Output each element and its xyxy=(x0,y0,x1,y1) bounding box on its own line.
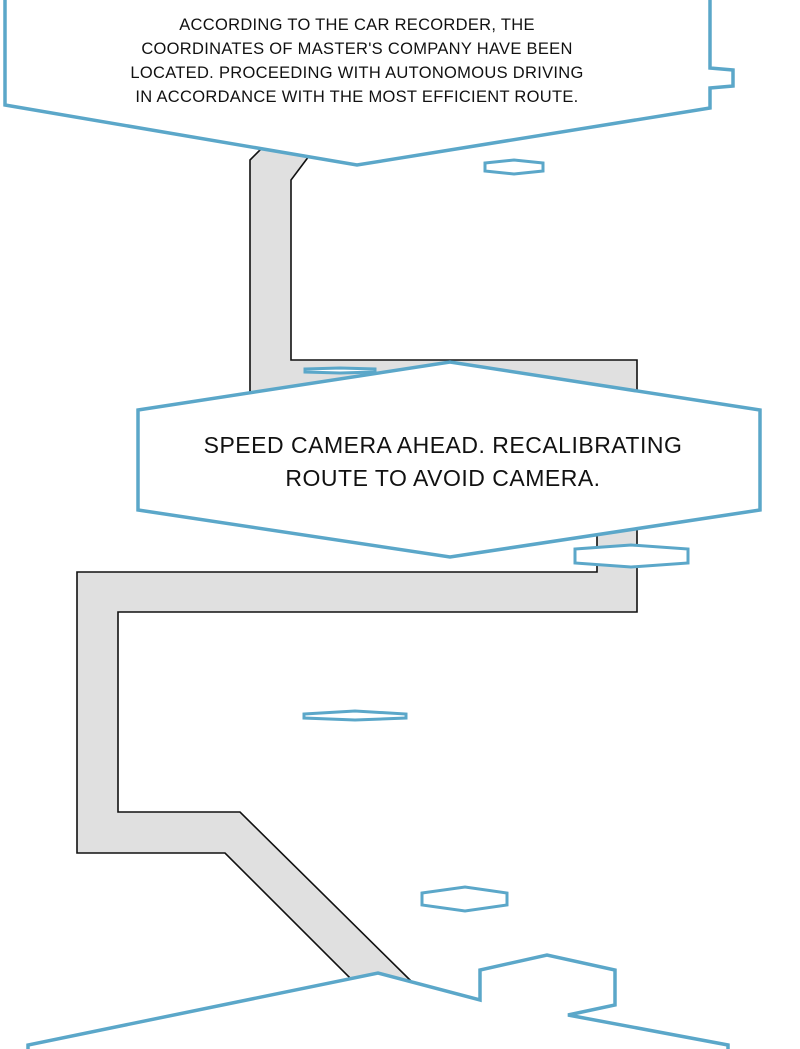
hexagon-decoration xyxy=(483,158,545,176)
hexagon-decoration xyxy=(420,885,509,913)
line-decoration xyxy=(302,709,408,722)
bubble-top-line: COORDINATES OF MASTER'S COMPANY HAVE BEE… xyxy=(141,40,572,58)
speech-bubble-middle xyxy=(136,360,762,559)
hexagon-decoration xyxy=(573,543,690,569)
speech-bubble-bottom xyxy=(26,953,730,1049)
route-road xyxy=(76,147,638,981)
bubble-top-line: ACCORDING TO THE CAR RECORDER, THE xyxy=(179,16,535,34)
speech-bubble-top xyxy=(3,0,735,167)
bubble-top-text: ACCORDING TO THE CAR RECORDER, THE COORD… xyxy=(130,16,583,106)
bubble-top-line: IN ACCORDANCE WITH THE MOST EFFICIENT RO… xyxy=(135,88,578,106)
bubble-middle-line: SPEED CAMERA AHEAD. RECALIBRATING xyxy=(204,432,683,458)
line-decoration xyxy=(303,366,377,375)
bubble-middle-line: ROUTE TO AVOID CAMERA. xyxy=(285,465,600,491)
bubble-top-line: LOCATED. PROCEEDING WITH AUTONOMOUS DRIV… xyxy=(130,64,583,82)
bubble-middle-text: SPEED CAMERA AHEAD. RECALIBRATING ROUTE … xyxy=(204,432,683,491)
